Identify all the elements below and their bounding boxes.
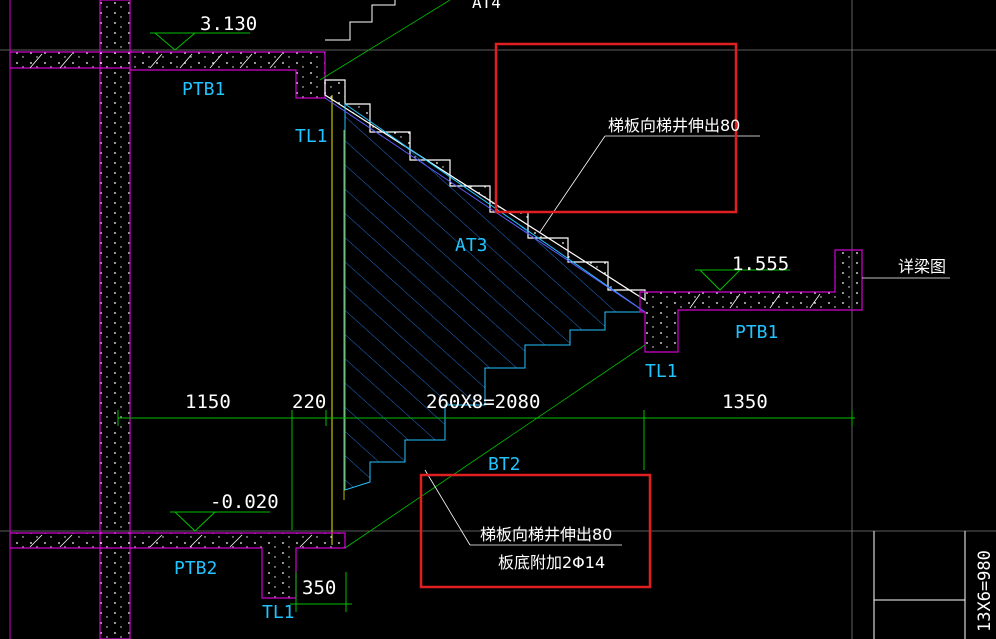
level-top: 3.130 [200, 13, 257, 35]
dim-1150: 1150 [185, 391, 231, 413]
mid-landing-ptb1 [639, 249, 863, 353]
elevation-marker-top [150, 32, 250, 51]
side-table [873, 531, 966, 639]
dimension-line [117, 410, 855, 612]
highlight-box-top[interactable] [494, 42, 738, 214]
upper-steps-top [325, 0, 396, 41]
note-top: 梯板向梯井伸出80 [608, 116, 740, 135]
note-leaders [424, 135, 760, 546]
label-bt2: BT2 [488, 454, 521, 475]
dim-steps: 260X8=2080 [426, 391, 540, 413]
label-ptb2: PTB2 [174, 558, 217, 579]
highlight-box-bottom[interactable] [419, 473, 652, 589]
label-cut-top: AT4 [472, 0, 501, 12]
dim-220: 220 [292, 391, 326, 413]
label-tl1-bottom: TL1 [262, 602, 295, 623]
label-tl1-upper: TL1 [295, 126, 328, 147]
level-mid: 1.555 [732, 253, 789, 275]
elevation-marker-mid [695, 269, 790, 291]
note-bottom-2: 板底附加2Φ14 [498, 553, 605, 572]
upper-flight-ramp [324, 79, 646, 302]
label-ptb1-right: PTB1 [735, 322, 778, 343]
note-bottom-1: 梯板向梯井伸出80 [480, 525, 612, 544]
bt2-slope-line [344, 344, 646, 549]
at3-hatched-flight [344, 103, 647, 491]
label-at3: AT3 [455, 235, 488, 256]
slope-line-top [319, 0, 451, 81]
level-bottom: -0.020 [210, 491, 279, 513]
elevation-marker-bottom [170, 511, 270, 532]
dim-1350: 1350 [722, 391, 768, 413]
dim-350: 350 [302, 577, 336, 599]
at3-slope-line [324, 97, 646, 313]
label-ptb1-left: PTB1 [182, 79, 225, 100]
dim-side: 13X6=980 [975, 550, 995, 632]
label-tl1-right: TL1 [645, 361, 678, 382]
label-detail: 详梁图 [898, 257, 946, 276]
top-slab-ptb1 [9, 51, 326, 99]
bottom-slab-ptb2 [9, 532, 346, 599]
